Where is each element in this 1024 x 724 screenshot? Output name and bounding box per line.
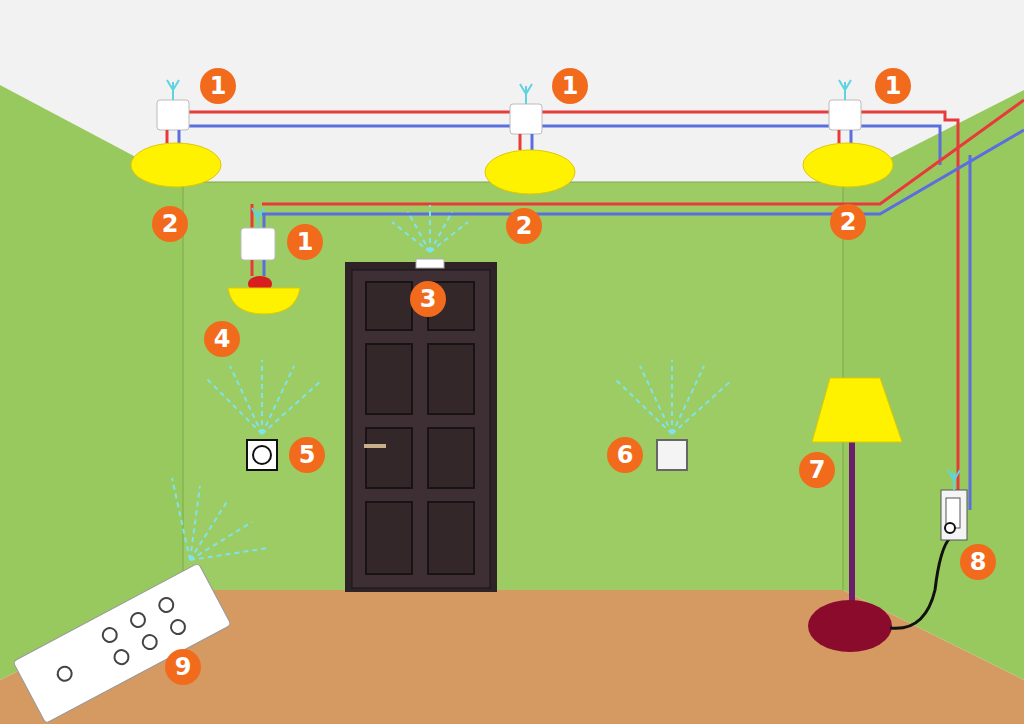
callout-number: 8: [970, 550, 987, 574]
callout-number: 2: [840, 210, 857, 234]
callout-number: 1: [562, 74, 579, 98]
callout-number: 7: [809, 458, 826, 482]
callout-number: 2: [516, 214, 533, 238]
callout-number: 1: [297, 230, 314, 254]
callout-circle: 8: [960, 544, 996, 580]
callout-number: 2: [162, 212, 179, 236]
callout-circle: 2: [506, 208, 542, 244]
callout-circle: 5: [289, 437, 325, 473]
callout-circle: 6: [607, 437, 643, 473]
callout-number: 1: [210, 74, 227, 98]
callout-circle: 1: [875, 68, 911, 104]
callout-circle: 2: [152, 206, 188, 242]
callout-circle: 9: [165, 649, 201, 685]
callout-number: 5: [299, 443, 316, 467]
callout-number: 1: [885, 74, 902, 98]
callout-circle: 3: [410, 281, 446, 317]
callout-number: 6: [617, 443, 634, 467]
callout-number: 3: [420, 287, 437, 311]
callout-circle: 2: [830, 204, 866, 240]
callout-circle: 1: [287, 224, 323, 260]
callout-circle: 1: [552, 68, 588, 104]
callout-number: 9: [175, 655, 192, 679]
callout-circle: 1: [200, 68, 236, 104]
callout-circle: 4: [204, 321, 240, 357]
callout-number: 4: [214, 327, 231, 351]
callout-circle: 7: [799, 452, 835, 488]
